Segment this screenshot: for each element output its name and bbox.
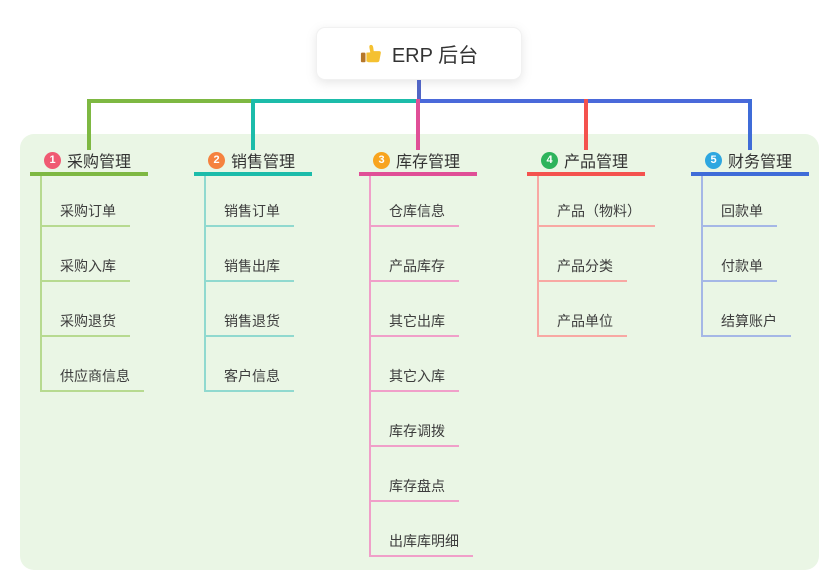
- branch-5: 5 财务管理回款单付款单结算账户: [691, 148, 809, 337]
- branch-drop-line: [87, 99, 91, 150]
- child-item[interactable]: 其它入库: [371, 368, 459, 392]
- branch-title[interactable]: 3 库存管理: [359, 148, 477, 176]
- branch-title[interactable]: 5 财务管理: [691, 148, 809, 176]
- child-item[interactable]: 采购退货: [42, 313, 130, 337]
- branch-children: 采购订单采购入库采购退货供应商信息: [40, 176, 148, 392]
- child-item[interactable]: 销售出库: [206, 258, 294, 282]
- child-item[interactable]: 库存调拨: [371, 423, 459, 447]
- branch-children: 仓库信息产品库存其它出库其它入库库存调拨库存盘点出库库明细: [369, 176, 477, 557]
- branch-1: 1 采购管理采购订单采购入库采购退货供应商信息: [30, 148, 148, 392]
- branch-drop-line: [416, 99, 420, 150]
- branch-drop-line: [748, 99, 752, 150]
- child-item[interactable]: 产品（物料）: [539, 203, 655, 227]
- branch-title[interactable]: 1 采购管理: [30, 148, 148, 176]
- branch-children: 销售订单销售出库销售退货客户信息: [204, 176, 312, 392]
- branch-drop-line: [251, 99, 255, 150]
- child-item[interactable]: 客户信息: [206, 368, 294, 392]
- branch-2: 2 销售管理销售订单销售出库销售退货客户信息: [194, 148, 312, 392]
- child-item[interactable]: 回款单: [703, 203, 777, 227]
- root-node[interactable]: ERP 后台: [316, 27, 522, 80]
- child-item[interactable]: 销售退货: [206, 313, 294, 337]
- branch-title-label: 财务管理: [728, 154, 793, 171]
- thumbs-up-icon: [360, 43, 382, 65]
- branch-children: 回款单付款单结算账户: [701, 176, 809, 337]
- child-item[interactable]: 库存盘点: [371, 478, 459, 502]
- trunk-segment-left-teal: [251, 99, 421, 103]
- child-item[interactable]: 采购订单: [42, 203, 130, 227]
- branch-title-label: 销售管理: [231, 154, 296, 171]
- child-item[interactable]: 结算账户: [703, 313, 791, 337]
- child-item[interactable]: 仓库信息: [371, 203, 459, 227]
- branch-number-badge: 3: [373, 151, 390, 169]
- branch-3: 3 库存管理仓库信息产品库存其它出库其它入库库存调拨库存盘点出库库明细: [359, 148, 477, 557]
- child-item[interactable]: 销售订单: [206, 203, 294, 227]
- branch-number-badge: 2: [208, 151, 225, 169]
- branch-title-label: 库存管理: [396, 154, 461, 171]
- child-item[interactable]: 其它出库: [371, 313, 459, 337]
- child-item[interactable]: 出库库明细: [371, 533, 473, 557]
- root-stem-line: [417, 80, 421, 101]
- child-item[interactable]: 产品分类: [539, 258, 627, 282]
- branch-children: 产品（物料） 产品分类产品单位: [537, 176, 655, 337]
- root-label: ERP 后台: [391, 45, 479, 67]
- child-item[interactable]: 付款单: [703, 258, 777, 282]
- child-item[interactable]: 产品单位: [539, 313, 627, 337]
- branch-number-badge: 4: [541, 151, 558, 169]
- branch-title-label: 采购管理: [67, 154, 132, 171]
- branch-drop-line: [584, 99, 588, 150]
- branch-4: 4 产品管理产品（物料） 产品分类产品单位: [527, 148, 655, 337]
- branch-title[interactable]: 4 产品管理: [527, 148, 645, 176]
- branches-panel: [20, 134, 819, 570]
- branch-title[interactable]: 2 销售管理: [194, 148, 312, 176]
- child-item[interactable]: 采购入库: [42, 258, 130, 282]
- branch-number-badge: 1: [44, 151, 61, 169]
- branch-number-badge: 5: [705, 151, 722, 169]
- branch-title-label: 产品管理: [564, 154, 629, 171]
- child-item[interactable]: 产品库存: [371, 258, 459, 282]
- child-item[interactable]: 供应商信息: [42, 368, 144, 392]
